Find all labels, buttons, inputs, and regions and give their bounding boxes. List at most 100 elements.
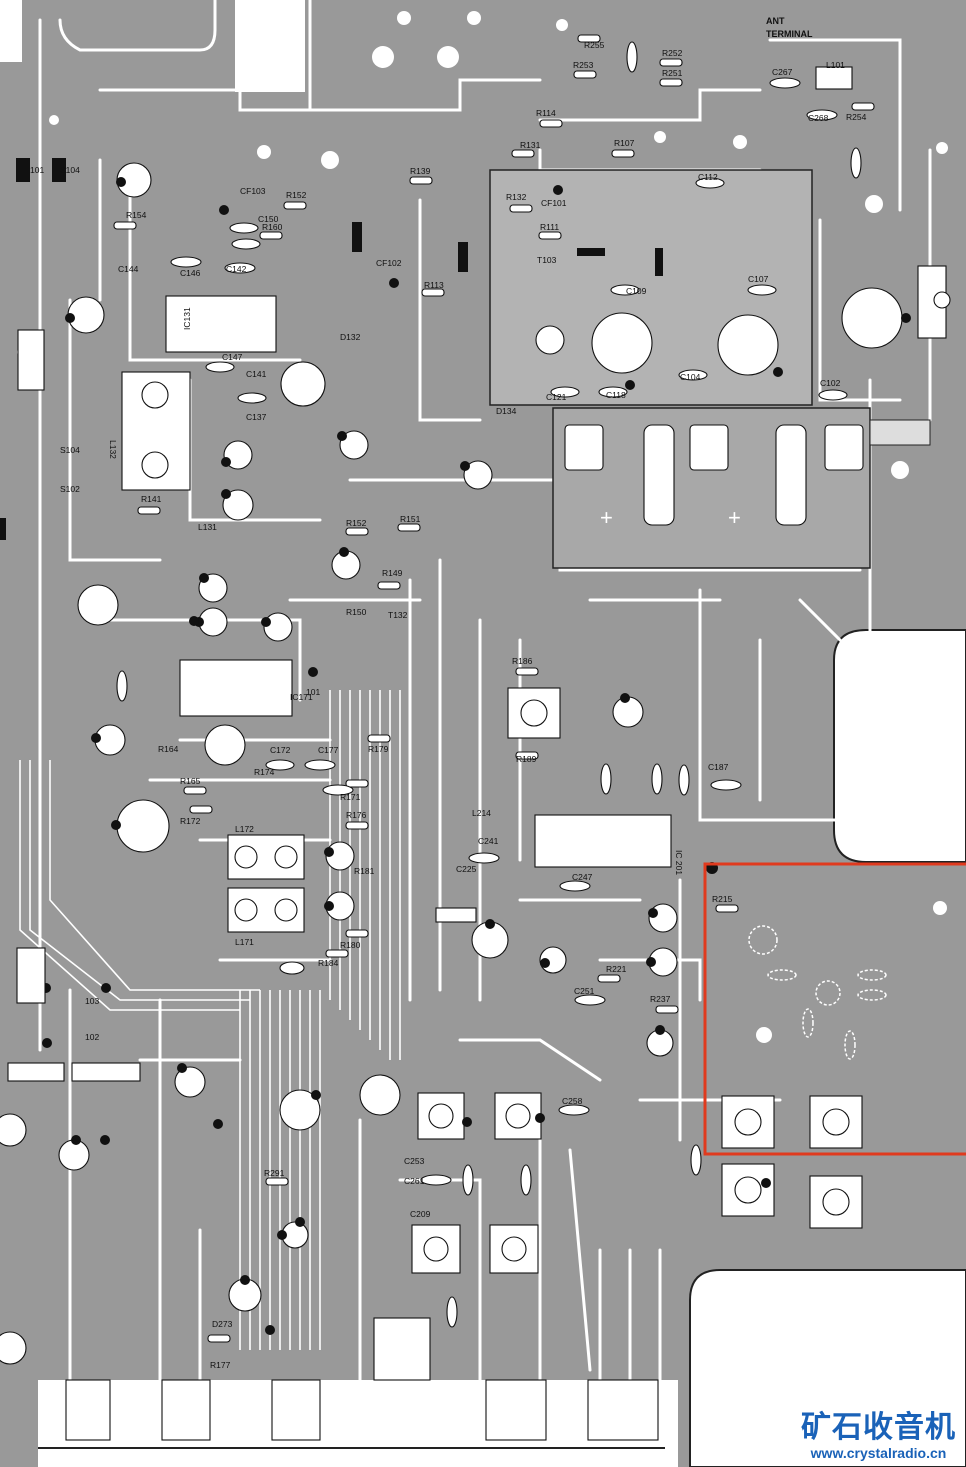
svg-text:C209: C209 <box>410 1209 431 1219</box>
svg-text:C187: C187 <box>708 762 729 772</box>
svg-text:C146: C146 <box>180 268 201 278</box>
svg-text:R184: R184 <box>318 958 339 968</box>
svg-text:R180: R180 <box>340 940 361 950</box>
svg-text:R164: R164 <box>158 744 179 754</box>
connector-pins <box>7 329 659 1441</box>
svg-text:R152: R152 <box>346 518 367 528</box>
ant-label: ANT <box>766 16 785 26</box>
svg-text:D273: D273 <box>212 1319 233 1329</box>
svg-text:C142: C142 <box>226 264 247 274</box>
svg-text:R177: R177 <box>210 1360 231 1370</box>
svg-text:D132: D132 <box>340 332 361 342</box>
svg-text:R172: R172 <box>180 816 201 826</box>
svg-text:C118: C118 <box>606 390 626 400</box>
svg-text:R176: R176 <box>346 810 367 820</box>
svg-text:R221: R221 <box>606 964 627 974</box>
svg-text:C109: C109 <box>626 286 647 296</box>
svg-text:101: 101 <box>30 165 44 175</box>
svg-text:C102: C102 <box>820 378 841 388</box>
svg-text:L132: L132 <box>108 440 118 459</box>
svg-text:R237: R237 <box>650 994 671 1004</box>
svg-text:R255: R255 <box>584 40 605 50</box>
svg-text:R291: R291 <box>264 1168 285 1178</box>
svg-text:R181: R181 <box>354 866 375 876</box>
svg-text:CF101: CF101 <box>541 198 567 208</box>
svg-text:C144: C144 <box>118 264 139 274</box>
svg-text:C253: C253 <box>404 1156 425 1166</box>
svg-text:S104: S104 <box>60 445 80 455</box>
svg-text:S104: S104 <box>60 165 80 175</box>
svg-text:CF102: CF102 <box>376 258 402 268</box>
svg-text:R189: R189 <box>516 754 537 764</box>
svg-text:S102: S102 <box>60 484 80 494</box>
svg-text:R141: R141 <box>141 494 162 504</box>
mounting-holes <box>17 11 948 1043</box>
tuning-capacitor-terminals: + + <box>564 419 931 530</box>
svg-text:+: + <box>728 505 741 530</box>
svg-text:R151: R151 <box>400 514 421 524</box>
svg-text:IC171: IC171 <box>290 692 313 702</box>
highlight-box <box>703 862 966 1156</box>
svg-text:L214: L214 <box>472 808 491 818</box>
svg-text:R149: R149 <box>382 568 403 578</box>
svg-text:D134: D134 <box>496 406 517 416</box>
svg-text:L131: L131 <box>198 522 217 532</box>
svg-text:R215: R215 <box>712 894 733 904</box>
svg-text:R254: R254 <box>846 112 867 122</box>
svg-text:R111: R111 <box>540 222 559 232</box>
svg-text:C112: C112 <box>698 172 718 182</box>
board-cutout <box>235 0 305 92</box>
board-connector-area <box>38 1380 678 1467</box>
svg-text:L172: L172 <box>235 824 254 834</box>
svg-text:+: + <box>600 505 613 530</box>
svg-text:C172: C172 <box>270 745 291 755</box>
ic-chips: IC131 IC171 IC 201 <box>165 295 684 875</box>
watermark: 矿石收音机 www.crystalradio.cn <box>801 1411 956 1462</box>
svg-text:IC 201: IC 201 <box>674 850 684 875</box>
board-cutout <box>0 0 22 62</box>
disc-capacitors <box>116 41 862 1328</box>
svg-text:C261: C261 <box>404 1176 425 1186</box>
svg-text:R139: R139 <box>410 166 431 176</box>
svg-text:103: 103 <box>85 996 99 1006</box>
svg-text:R154: R154 <box>126 210 147 220</box>
svg-text:R253: R253 <box>573 60 594 70</box>
component-labels: R255 R253 R252 R251 R254 R114 R131 R107 … <box>30 40 867 1370</box>
svg-text:C258: C258 <box>562 1096 583 1106</box>
svg-text:L101: L101 <box>826 60 845 70</box>
board-cutout-bottom-right <box>689 1269 966 1467</box>
svg-text:C247: C247 <box>572 872 593 882</box>
svg-text:C121: C121 <box>546 392 567 402</box>
svg-text:C251: C251 <box>574 986 595 996</box>
svg-text:L171: L171 <box>235 937 254 947</box>
svg-text:C141: C141 <box>246 369 267 379</box>
svg-text:R174: R174 <box>254 767 275 777</box>
svg-text:R113: R113 <box>424 280 444 290</box>
svg-text:R160: R160 <box>262 222 283 232</box>
optional-parts-outline <box>748 925 887 1060</box>
svg-text:C268: C268 <box>808 113 829 123</box>
watermark-url: www.crystalradio.cn <box>810 1445 947 1461</box>
svg-text:C150: C150 <box>258 214 279 224</box>
svg-text:R171: R171 <box>340 792 361 802</box>
svg-text:C147: C147 <box>222 352 243 362</box>
svg-text:102: 102 <box>85 1032 99 1042</box>
svg-text:R150: R150 <box>346 607 367 617</box>
svg-text:T103: T103 <box>537 255 557 265</box>
svg-text:101: 101 <box>306 687 320 697</box>
round-components <box>0 162 911 1365</box>
svg-text:C137: C137 <box>246 412 267 422</box>
svg-text:R165: R165 <box>180 776 201 786</box>
board-cutout-right <box>833 629 966 863</box>
svg-text:R179: R179 <box>368 744 389 754</box>
svg-text:R152: R152 <box>286 190 307 200</box>
svg-text:R132: R132 <box>506 192 527 202</box>
svg-text:C267: C267 <box>772 67 793 77</box>
svg-text:R186: R186 <box>512 656 533 666</box>
svg-text:R251: R251 <box>662 68 683 78</box>
svg-text:CF103: CF103 <box>240 186 266 196</box>
svg-text:C225: C225 <box>456 864 477 874</box>
svg-text:R131: R131 <box>520 140 541 150</box>
